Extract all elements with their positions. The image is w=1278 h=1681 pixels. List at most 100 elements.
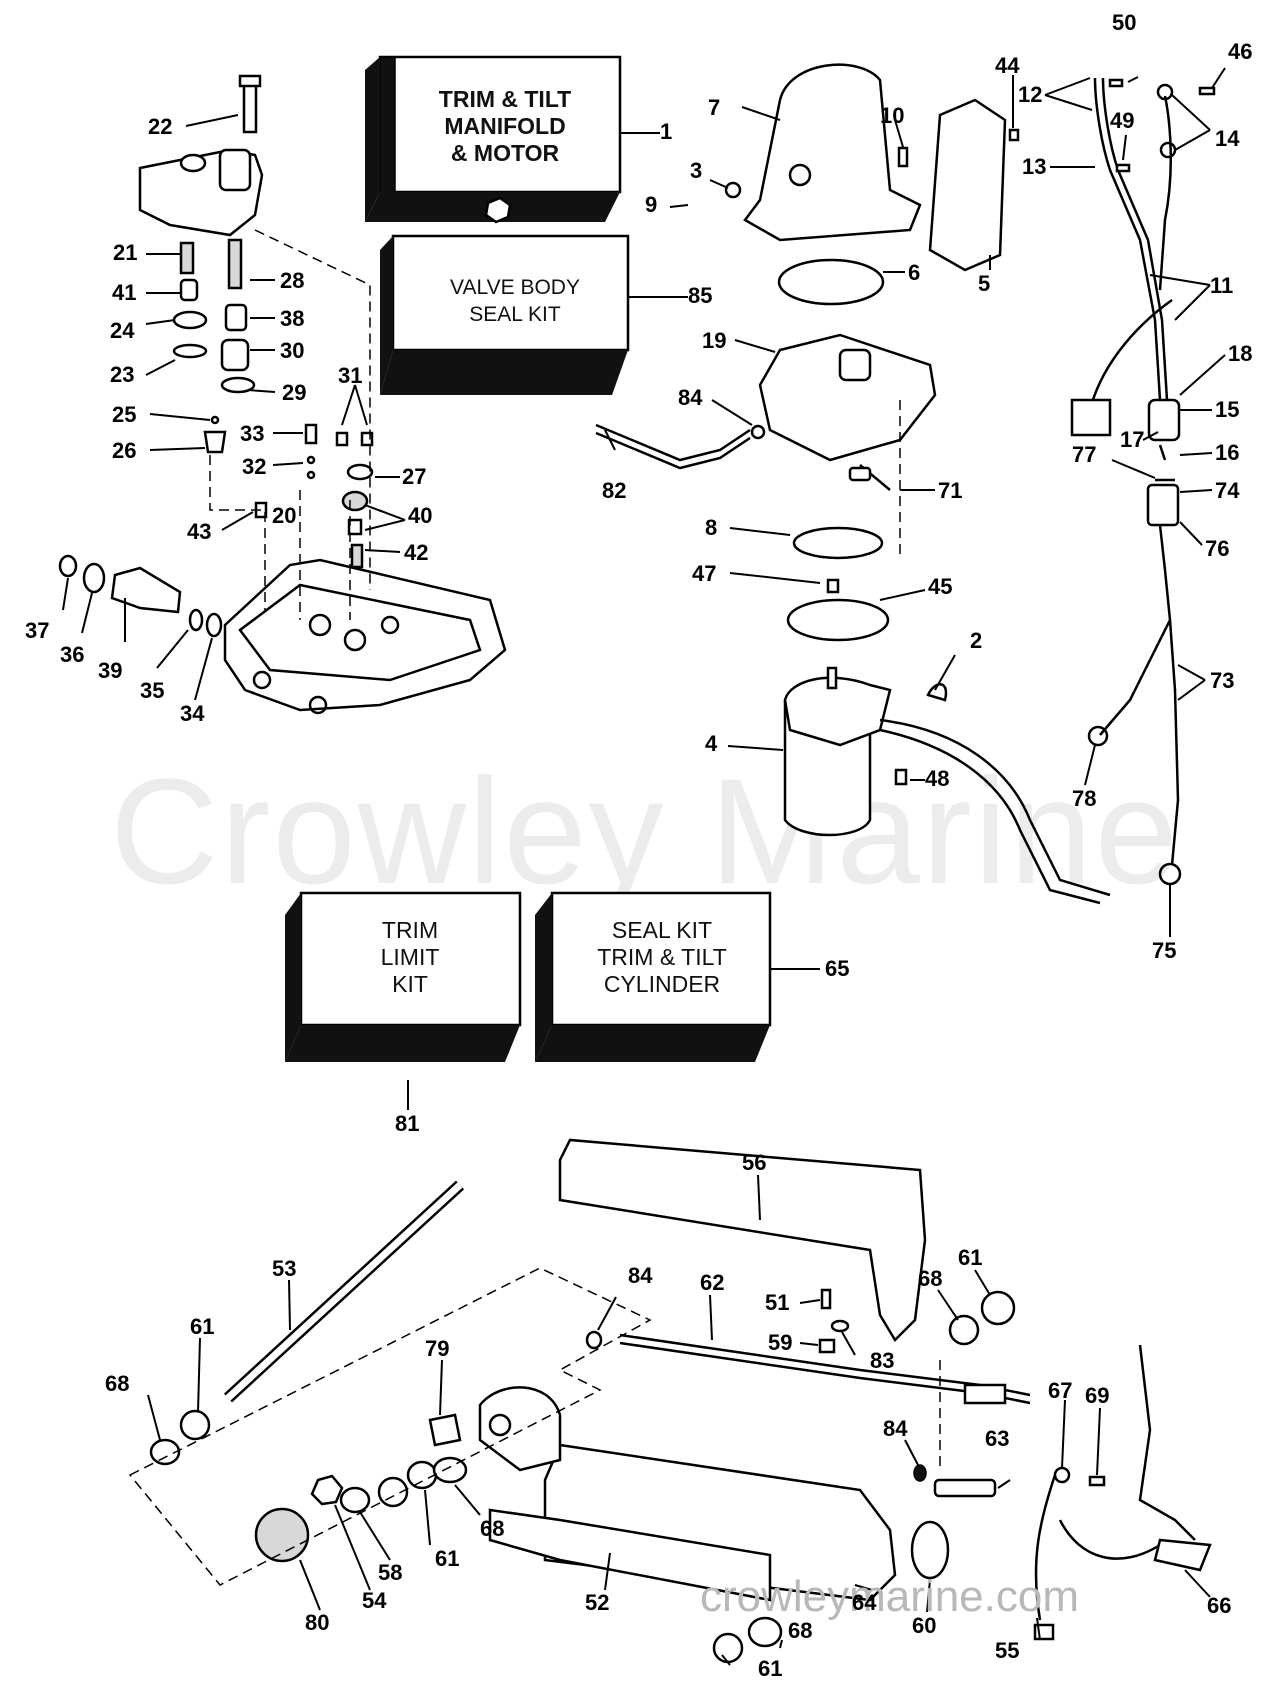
- callout-52: 52: [585, 1590, 610, 1615]
- callout-20: 20: [272, 503, 297, 528]
- kit-81-line-2: LIMIT: [380, 944, 440, 970]
- callout-11: 11: [1210, 273, 1234, 298]
- callout-12: 12: [1018, 82, 1043, 107]
- callout-16: 16: [1215, 440, 1240, 465]
- callout-58: 58: [378, 1560, 403, 1585]
- callout-14: 14: [1215, 126, 1240, 151]
- callout-19: 19: [702, 328, 727, 353]
- callout-25: 25: [112, 402, 137, 427]
- callout-18: 18: [1228, 341, 1253, 366]
- callout-84-b: 84: [628, 1263, 653, 1288]
- callout-15: 15: [1215, 397, 1240, 422]
- callout-27: 27: [402, 464, 427, 489]
- watermark-url: crowleymarine.com: [700, 1572, 1079, 1621]
- callout-63: 63: [985, 1426, 1010, 1451]
- trim-tilt-cylinder-assembly: [128, 1138, 1212, 1664]
- callout-41: 41: [112, 280, 137, 305]
- callout-26: 26: [112, 438, 137, 463]
- kit-label-85: VALVE BODY SEAL KIT: [405, 274, 625, 328]
- kit-81-line-1: TRIM: [381, 917, 439, 943]
- kit-box-85: [380, 234, 630, 395]
- callout-78: 78: [1072, 786, 1097, 811]
- callout-77: 77: [1072, 442, 1097, 467]
- kit-1-line-1: TRIM & TILT: [438, 86, 572, 112]
- callout-34: 34: [180, 701, 205, 726]
- kit-85-line-1: VALVE BODY: [450, 276, 580, 299]
- callout-73: 73: [1210, 668, 1235, 693]
- callout-37: 37: [25, 618, 50, 643]
- callout-51: 51: [765, 1290, 790, 1315]
- callout-35: 35: [140, 678, 165, 703]
- callout-84-a: 84: [678, 385, 703, 410]
- leader-lines: [62, 67, 1226, 1666]
- pump-motor-assembly: [484, 63, 1111, 905]
- kit-label-81: TRIM LIMIT KIT: [305, 917, 515, 998]
- callout-85: 85: [688, 283, 713, 308]
- kit-85-line-2: SEAL KIT: [469, 303, 561, 326]
- callout-50: 50: [1112, 10, 1137, 35]
- callout-3: 3: [690, 158, 703, 183]
- kit-65-line-1: SEAL KIT: [611, 917, 713, 943]
- callout-62: 62: [700, 1270, 725, 1295]
- callout-84-c: 84: [883, 1416, 908, 1441]
- callout-64: 64: [852, 1590, 877, 1615]
- callout-61-d: 61: [758, 1656, 783, 1681]
- callout-30: 30: [280, 338, 305, 363]
- callout-61-a: 61: [190, 1314, 215, 1339]
- callout-21: 21: [113, 240, 138, 265]
- callout-68-a: 68: [105, 1371, 130, 1396]
- callout-33: 33: [240, 421, 265, 446]
- callout-6: 6: [908, 260, 921, 285]
- callout-59: 59: [768, 1330, 793, 1355]
- callout-79: 79: [425, 1336, 450, 1361]
- callout-68-d: 68: [788, 1618, 813, 1643]
- callout-42: 42: [404, 540, 429, 565]
- callout-48: 48: [925, 766, 950, 791]
- callout-74: 74: [1215, 478, 1240, 503]
- callout-81: 81: [395, 1111, 420, 1136]
- callout-66: 66: [1207, 1593, 1232, 1618]
- kit-box-1: [365, 55, 622, 222]
- callout-49: 49: [1110, 108, 1135, 133]
- callout-61-c: 61: [958, 1245, 983, 1270]
- callout-4: 4: [705, 731, 718, 756]
- callout-10: 10: [880, 103, 905, 128]
- valve-body-assembly: [58, 74, 507, 715]
- callout-45: 45: [928, 574, 953, 599]
- kit-65-line-2: TRIM & TILT: [597, 944, 727, 970]
- callout-71: 71: [938, 478, 963, 503]
- callout-69: 69: [1085, 1383, 1110, 1408]
- wiring-harness: [1070, 77, 1216, 886]
- callout-67: 67: [1048, 1378, 1073, 1403]
- callout-44: 44: [995, 53, 1020, 78]
- kit-1-line-3: & MOTOR: [450, 140, 560, 166]
- callout-28: 28: [280, 268, 305, 293]
- callout-61-b: 61: [435, 1546, 460, 1571]
- callout-82: 82: [602, 478, 627, 503]
- callout-55: 55: [995, 1638, 1020, 1663]
- kit-label-1: TRIM & TILT MANIFOLD & MOTOR: [395, 86, 615, 167]
- callout-2: 2: [970, 628, 983, 653]
- callout-17: 17: [1120, 427, 1145, 452]
- callout-68-c: 68: [918, 1266, 943, 1291]
- callout-83: 83: [870, 1348, 895, 1373]
- callout-60: 60: [912, 1613, 937, 1638]
- callout-40: 40: [408, 503, 433, 528]
- kit-81-line-3: KIT: [392, 971, 428, 997]
- callout-80: 80: [305, 1610, 330, 1635]
- callout-23: 23: [110, 362, 135, 387]
- callout-38: 38: [280, 306, 305, 331]
- callout-39: 39: [98, 658, 123, 683]
- kit-box-81: [285, 891, 522, 1062]
- callout-24: 24: [110, 318, 135, 343]
- callout-68-b: 68: [480, 1516, 505, 1541]
- callout-7: 7: [708, 95, 721, 120]
- callout-5: 5: [978, 271, 991, 296]
- callout-53: 53: [272, 1256, 297, 1281]
- callout-1: 1: [660, 119, 673, 144]
- callout-47: 47: [692, 561, 717, 586]
- callout-56: 56: [742, 1150, 767, 1175]
- callout-32: 32: [242, 454, 267, 479]
